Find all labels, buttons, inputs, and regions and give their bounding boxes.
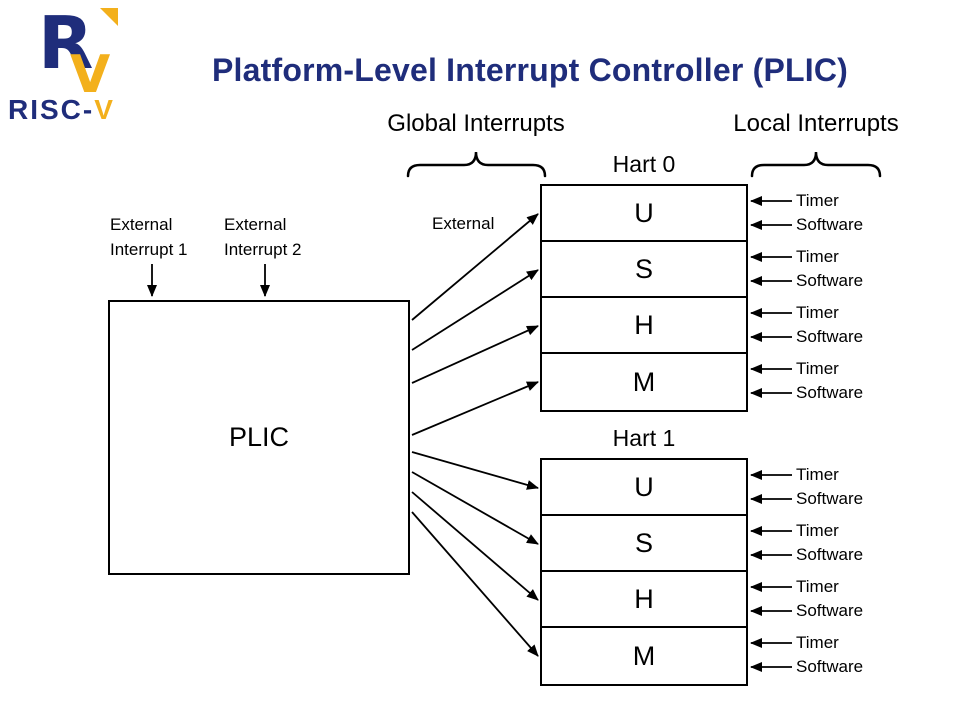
local-interrupts-label: Local Interrupts bbox=[733, 110, 899, 137]
arrow-plic-to-hart0-m bbox=[411, 381, 539, 436]
hart1-level-s-box: S bbox=[542, 516, 746, 572]
hart1-level-h-box: H bbox=[542, 572, 746, 628]
hart0-privilege-stack: U S H M bbox=[540, 184, 748, 412]
page-title: Platform-Level Interrupt Controller (PLI… bbox=[212, 52, 848, 88]
arrow-plic-to-hart0-h bbox=[411, 325, 539, 384]
local-interrupts-brace-icon bbox=[750, 151, 882, 178]
hart0-level-m-box: M bbox=[632, 366, 656, 397]
logo-letter-r: R bbox=[40, 6, 93, 85]
timer-label: Timer bbox=[796, 521, 839, 540]
software-label: Software bbox=[796, 271, 864, 290]
plic-to-hart-arrows bbox=[411, 213, 539, 657]
plic-label: PLIC bbox=[228, 422, 290, 452]
hart1-title: Hart 1 bbox=[612, 425, 676, 451]
timer-label: Timer bbox=[796, 303, 839, 322]
arrow-plic-to-hart0-s bbox=[411, 269, 539, 351]
wordmark-v: V bbox=[94, 94, 115, 125]
software-label: Software bbox=[796, 327, 864, 346]
software-label: Software bbox=[796, 383, 864, 402]
timer-label: Timer bbox=[796, 633, 839, 652]
external-interrupt-2-line1: External bbox=[224, 215, 287, 234]
timer-label: Timer bbox=[796, 577, 839, 596]
hart1-privilege-stack: U S H M bbox=[540, 458, 748, 686]
hart0-level-h-box: H bbox=[542, 298, 746, 354]
hart0-title: Hart 0 bbox=[612, 151, 676, 177]
riscv-logo: R V RISC-V bbox=[0, 0, 170, 130]
logo-triangle-icon bbox=[100, 8, 118, 26]
software-label: Software bbox=[796, 489, 864, 508]
arrow-plic-to-hart0-u bbox=[411, 213, 539, 321]
external-interrupt-1-line2: Interrupt 1 bbox=[110, 240, 188, 259]
arrow-plic-to-hart1-s bbox=[411, 471, 539, 545]
riscv-wordmark: RISC-V bbox=[8, 94, 115, 126]
hart0-level-u-box: U bbox=[542, 186, 746, 242]
arrow-plic-to-hart1-m bbox=[411, 511, 539, 657]
timer-label: Timer bbox=[796, 247, 839, 266]
external-interrupt-2-label: External Interrupt 2 bbox=[224, 212, 302, 262]
local-interrupt-arrows bbox=[750, 196, 792, 672]
timer-label: Timer bbox=[796, 191, 839, 210]
timer-label: Timer bbox=[796, 359, 839, 378]
software-label: Software bbox=[796, 545, 864, 564]
hart0-level-s-box: S bbox=[542, 242, 746, 298]
arrow-plic-to-hart1-h bbox=[411, 491, 539, 601]
hart1-level-m-box: M bbox=[632, 640, 656, 671]
software-label: Software bbox=[796, 657, 864, 676]
global-interrupts-label: Global Interrupts bbox=[387, 110, 565, 137]
logo-letter-v: V bbox=[70, 45, 110, 94]
global-interrupts-brace-icon bbox=[406, 151, 547, 178]
external-interrupt-1-line1: External bbox=[110, 215, 173, 234]
riscv-logo-mark: R V bbox=[40, 6, 118, 94]
external-input-arrows bbox=[147, 264, 270, 297]
timer-label: Timer bbox=[796, 465, 839, 484]
plic-box: PLIC bbox=[108, 300, 410, 575]
hart1-level-u-box: U bbox=[542, 460, 746, 516]
software-label: Software bbox=[796, 215, 864, 234]
external-label: External bbox=[432, 214, 495, 233]
software-label: Software bbox=[796, 601, 864, 620]
external-interrupt-1-label: External Interrupt 1 bbox=[110, 212, 188, 262]
arrow-plic-to-hart1-u bbox=[411, 451, 539, 490]
wordmark-risc: RISC- bbox=[8, 94, 95, 125]
external-interrupt-2-line2: Interrupt 2 bbox=[224, 240, 302, 259]
